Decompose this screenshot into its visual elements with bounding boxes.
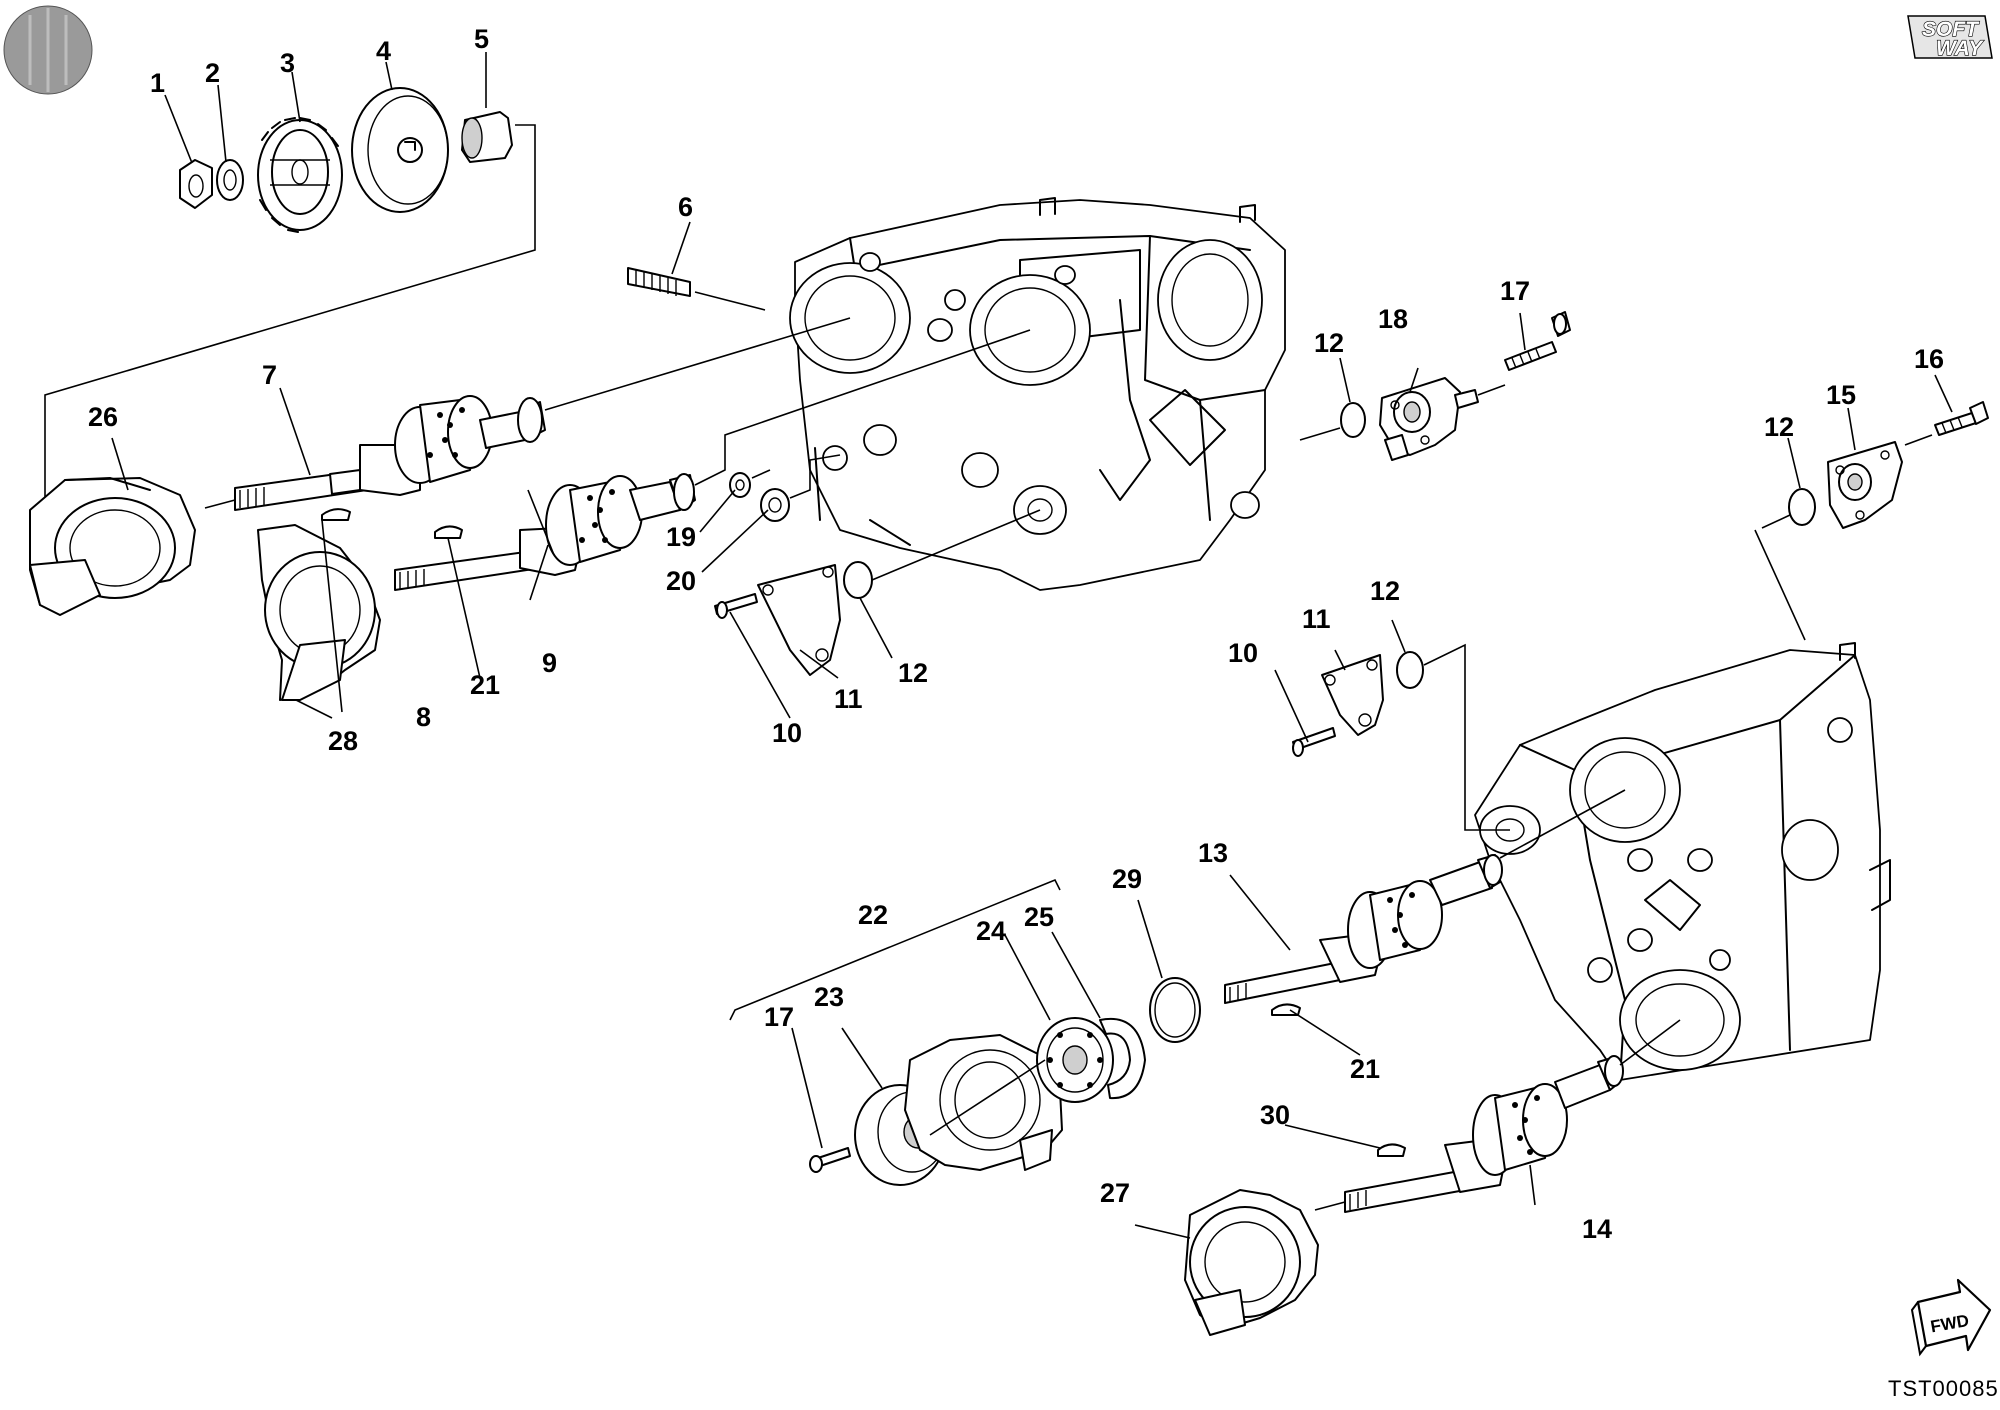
forward-arrow-icon: FWD — [1910, 1278, 1992, 1357]
callout-3: 3 — [280, 48, 295, 78]
callout-labels: 1 2 3 4 5 6 7 8 9 10 10 11 11 12 12 12 1… — [88, 24, 1944, 1244]
callout-30: 30 — [1260, 1100, 1290, 1130]
callout-11a: 11 — [834, 684, 863, 714]
stud-part-6 — [627, 267, 766, 311]
callout-24: 24 — [976, 916, 1006, 946]
callout-23: 23 — [814, 982, 844, 1012]
plate-part-4 — [351, 87, 449, 213]
cover-part-28 — [257, 524, 381, 701]
o-ring-part-12a — [843, 509, 1041, 599]
bolt-part-10b — [1292, 727, 1336, 757]
washer-part-2 — [216, 159, 244, 201]
upper-cylinder-head — [789, 197, 1286, 591]
timing-pulley-part-3 — [257, 117, 343, 233]
lower-cylinder-head — [1474, 642, 1891, 1081]
callout-12a: 12 — [898, 658, 928, 688]
callout-12b: 12 — [1314, 328, 1344, 358]
bolt-part-10a — [714, 593, 758, 619]
callout-4: 4 — [376, 36, 391, 66]
tensioner-part-15 — [1827, 441, 1903, 529]
tensioner-part-18 — [1379, 377, 1479, 461]
nut-part-1 — [179, 159, 213, 209]
o-ring-part-12c — [1788, 488, 1816, 526]
callout-17a: 17 — [764, 1002, 794, 1032]
callout-29: 29 — [1112, 864, 1142, 894]
spacer-part-5 — [461, 111, 513, 163]
circlip-part-25 — [1099, 1017, 1146, 1100]
callout-8: 8 — [416, 702, 431, 732]
tensioner-assembly-22 — [729, 878, 1146, 1186]
callout-13: 13 — [1198, 838, 1228, 868]
callout-21a: 21 — [470, 670, 500, 700]
o-ring-part-12d — [1396, 643, 1510, 831]
camshaft-part-14 — [1314, 1019, 1681, 1213]
bracket-part-22 — [904, 1034, 1063, 1171]
camshaft-part-13 — [1224, 789, 1626, 1016]
callout-28: 28 — [328, 726, 358, 756]
callout-15: 15 — [1826, 380, 1856, 410]
gear-stack — [44, 87, 536, 505]
callout-12c: 12 — [1764, 412, 1794, 442]
cover-part-26 — [29, 477, 196, 616]
callout-17b: 17 — [1500, 276, 1530, 306]
callout-20: 20 — [666, 566, 696, 596]
callout-26: 26 — [88, 402, 118, 432]
callout-7: 7 — [262, 360, 277, 390]
bracket-part-11a — [757, 564, 841, 676]
key-part-21a — [434, 525, 463, 539]
bolt-part-16 — [1754, 401, 1989, 641]
callout-12d: 12 — [1370, 576, 1400, 606]
callout-27: 27 — [1100, 1178, 1130, 1208]
o-ring-part-29 — [1149, 977, 1201, 1043]
softway-logo: SOFT WAY — [1907, 15, 1993, 61]
logo-line-1: SOFT — [1922, 18, 1980, 41]
callout-22: 22 — [858, 900, 888, 930]
bracket-part-11b — [1321, 654, 1384, 736]
key-part-8 — [321, 508, 351, 521]
callout-leaders — [111, 52, 1953, 1239]
callout-25: 25 — [1024, 902, 1054, 932]
callout-9: 9 — [542, 648, 557, 678]
callout-18: 18 — [1378, 304, 1408, 334]
bolt-part-17b — [809, 1147, 851, 1173]
bearing-part-24 — [1036, 1017, 1114, 1103]
logo-line-2: WAY — [1936, 37, 1984, 60]
callout-16: 16 — [1914, 344, 1944, 374]
camshaft-part-9 — [394, 329, 1031, 591]
key-part-30 — [1377, 1143, 1406, 1157]
cover-part-27 — [1184, 1189, 1319, 1336]
callout-21b: 21 — [1350, 1054, 1380, 1084]
callout-10b: 10 — [1228, 638, 1258, 668]
o-ring-part-12b — [1299, 402, 1366, 441]
callout-2: 2 — [205, 58, 220, 88]
washer-part-19 — [729, 469, 771, 498]
camshaft-part-7 — [204, 317, 851, 511]
callout-10a: 10 — [772, 718, 802, 748]
washer-part-20 — [760, 454, 841, 522]
callout-5: 5 — [474, 24, 489, 54]
callout-6: 6 — [678, 192, 693, 222]
drawing-code: TST00085 — [1888, 1376, 1999, 1401]
callout-14: 14 — [1582, 1214, 1612, 1244]
callout-1: 1 — [150, 68, 165, 98]
callout-19: 19 — [666, 522, 696, 552]
callout-11b: 11 — [1302, 604, 1331, 634]
section-badge-icon — [3, 5, 93, 95]
bolt-part-17a — [1477, 311, 1571, 396]
